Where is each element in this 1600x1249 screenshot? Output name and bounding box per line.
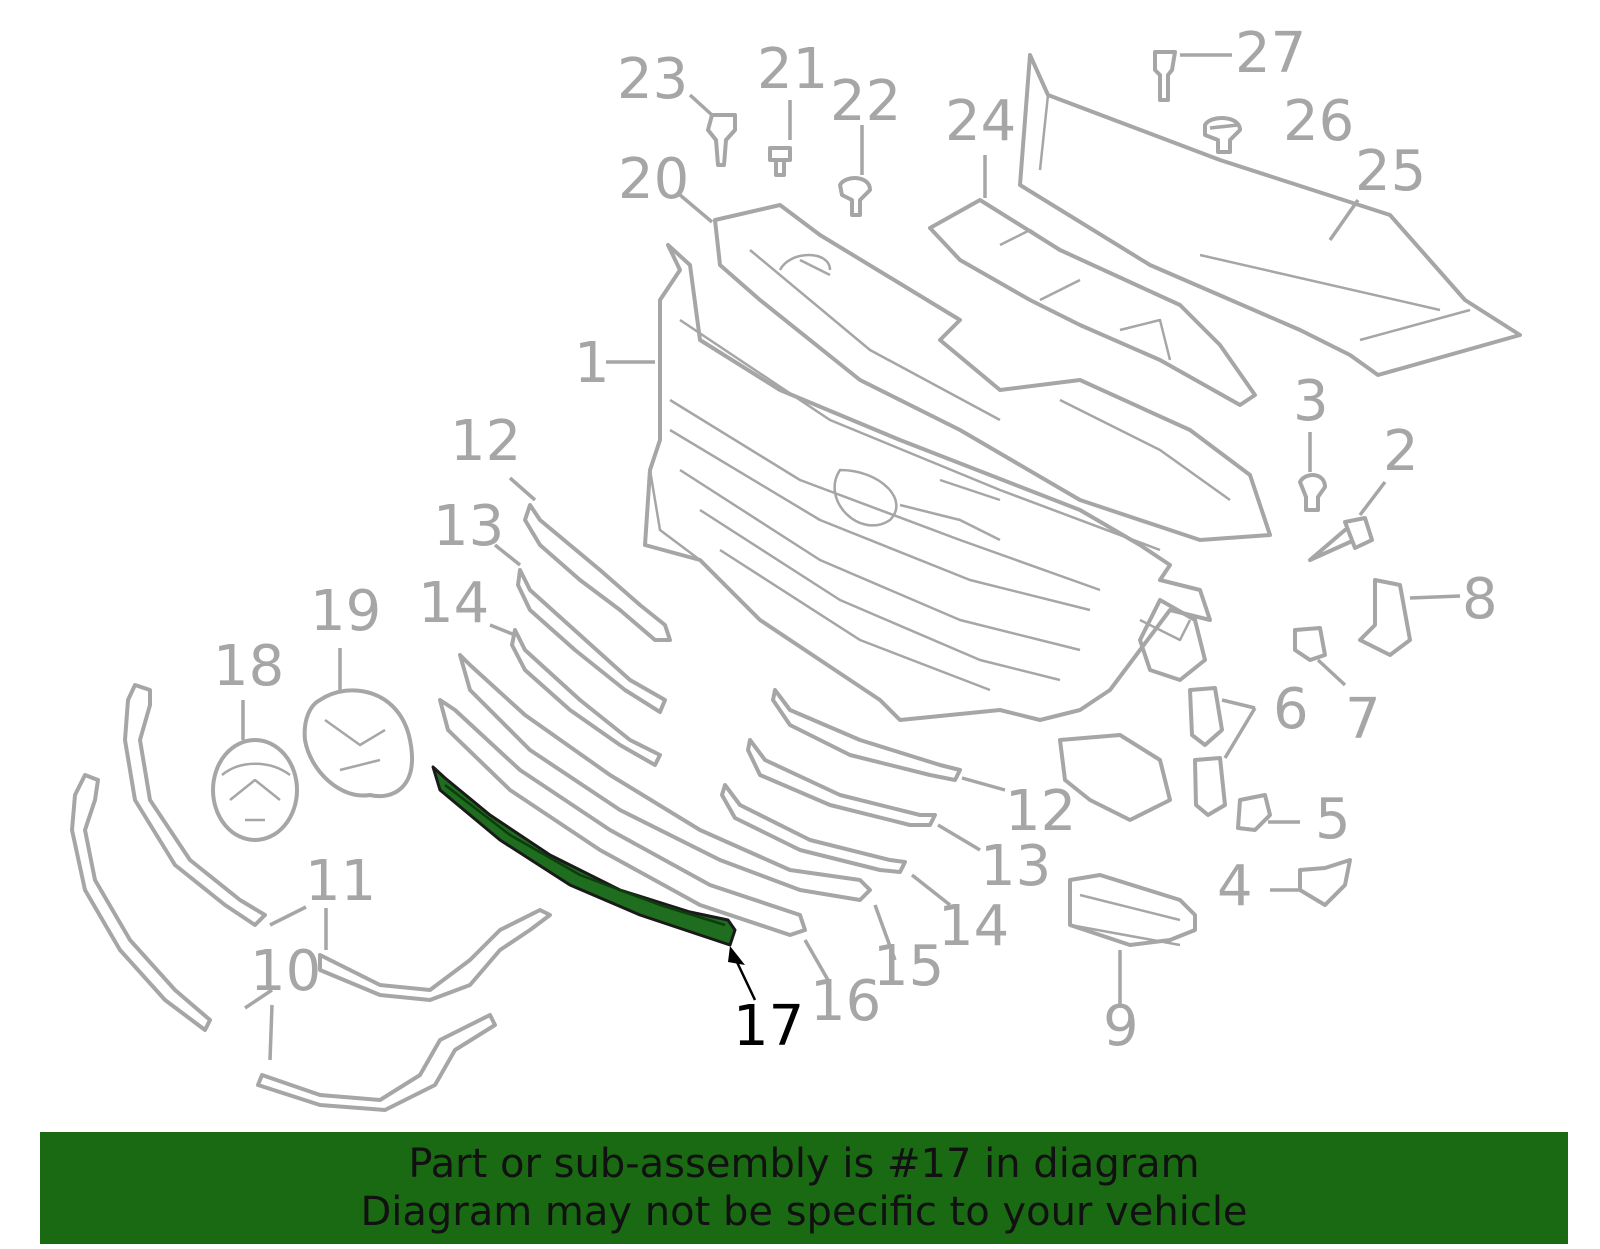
part-4-clip[interactable]: [1298, 858, 1352, 907]
part-7-clip[interactable]: [1293, 626, 1327, 662]
callout-20: 20: [618, 147, 689, 212]
callout-2: 2: [1383, 419, 1419, 484]
part-14-upper-strip[interactable]: [510, 628, 662, 767]
callout-22: 22: [830, 69, 901, 134]
callout-13b: 13: [980, 834, 1051, 899]
part-15-strip[interactable]: [458, 653, 872, 902]
part-19-emblem-housing[interactable]: [302, 688, 414, 799]
part-14-lower-strip[interactable]: [720, 783, 907, 874]
callout-13a: 13: [433, 494, 504, 559]
banner-line-part-number: Part or sub-assembly is #17 in diagram: [408, 1141, 1200, 1187]
part-12-upper-strip[interactable]: [523, 503, 672, 642]
callout-15: 15: [873, 934, 944, 999]
callout-12a: 12: [450, 409, 521, 474]
part-6-clips[interactable]: [1188, 686, 1227, 817]
part-1-grille-assembly[interactable]: [643, 243, 1212, 722]
part-10-lower-trim[interactable]: [256, 1013, 497, 1112]
part-10-left-trim[interactable]: [70, 773, 212, 1032]
callout-3: 3: [1293, 369, 1329, 434]
banner-line-disclaimer: Diagram may not be specific to your vehi…: [360, 1189, 1248, 1235]
callout-27: 27: [1235, 21, 1306, 86]
callout-4: 4: [1217, 854, 1253, 919]
part-20-upper-support[interactable]: [713, 203, 1272, 542]
callout-19: 19: [310, 579, 381, 644]
part-26-clip[interactable]: [1203, 116, 1242, 154]
part-13-upper-strip[interactable]: [516, 568, 667, 714]
part-23-clip[interactable]: [706, 113, 737, 167]
callout-9: 9: [1103, 994, 1139, 1059]
part-13-lower-strip[interactable]: [746, 738, 937, 827]
part-12-lower-strip[interactable]: [771, 688, 962, 782]
callout-labels: 1 2 3 4 5 6 7 8 9 10 11 12 12 13 13 14 1…: [213, 21, 1498, 1059]
callout-12b: 12: [1005, 779, 1076, 844]
callout-24: 24: [945, 89, 1016, 154]
part-3-clip[interactable]: [1298, 473, 1327, 512]
part-25-upper-shield[interactable]: [1018, 53, 1522, 377]
callout-18: 18: [213, 634, 284, 699]
callout-6: 6: [1273, 677, 1309, 742]
part-21-bolt[interactable]: [768, 146, 792, 177]
callout-17[interactable]: 17: [733, 994, 804, 1059]
callout-14b: 14: [938, 894, 1009, 959]
right-side-brackets: [1058, 598, 1207, 822]
part-9-bracket[interactable]: [1068, 873, 1197, 947]
callout-14a: 14: [418, 571, 489, 636]
part-11-lower-trim[interactable]: [318, 908, 552, 1002]
part-8-bracket[interactable]: [1358, 578, 1412, 657]
part-2-screw[interactable]: [1308, 516, 1374, 562]
callout-1: 1: [574, 331, 610, 396]
part-5-clip[interactable]: [1236, 793, 1272, 832]
leader-lines: [241, 53, 1461, 1061]
callout-16: 16: [810, 969, 881, 1034]
callout-8: 8: [1462, 567, 1498, 632]
part-11-left-trim[interactable]: [123, 683, 267, 927]
callout-7: 7: [1345, 687, 1381, 752]
callout-11: 11: [305, 849, 376, 914]
callout-26: 26: [1283, 89, 1354, 154]
callout-5: 5: [1315, 787, 1351, 852]
callout-25: 25: [1355, 139, 1426, 204]
part-info-banner: Part or sub-assembly is #17 in diagram D…: [40, 1132, 1568, 1244]
part-22-clip[interactable]: [838, 176, 872, 217]
callout-21: 21: [757, 37, 828, 102]
part-24-bracket[interactable]: [928, 198, 1257, 407]
part-17-highlighted-strip[interactable]: [431, 765, 737, 947]
part-27-clip[interactable]: [1153, 50, 1177, 102]
part-16-strip[interactable]: [438, 698, 807, 937]
callout-23: 23: [617, 47, 688, 112]
callout-10: 10: [250, 939, 321, 1004]
part-18-emblem[interactable]: [211, 738, 299, 842]
